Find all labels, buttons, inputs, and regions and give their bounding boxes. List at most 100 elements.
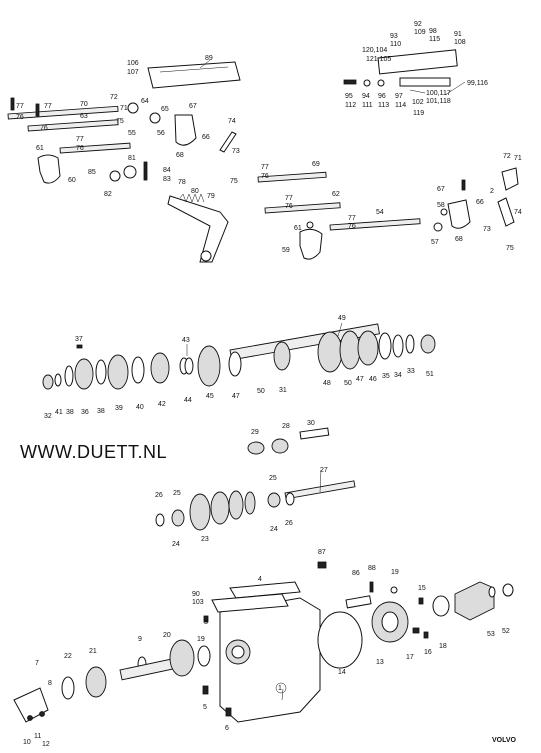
callout-10: 10 (23, 739, 31, 746)
callout-14: 14 (338, 669, 346, 676)
part-50b (339, 330, 361, 370)
callout-26b: 26 (285, 520, 293, 527)
callout-102: 102 (412, 99, 424, 106)
callout-77f: 77 (348, 215, 356, 222)
callout-74a: 74 (228, 118, 236, 125)
ball-113 (377, 79, 385, 87)
callout-76b: 76 (40, 125, 48, 132)
selector-rod-62 (264, 202, 341, 214)
callout-36: 36 (81, 409, 89, 416)
callout-97: 97 (395, 93, 403, 100)
callout-70: 70 (80, 101, 88, 108)
washer-26-left (155, 513, 165, 527)
callout-49: 49 (338, 315, 346, 322)
callout-93-110: 93 110 (390, 33, 401, 48)
cover-gasket (211, 593, 289, 613)
callout-67b: 67 (437, 186, 445, 193)
shift-block-81 (123, 165, 137, 179)
callout-23: 23 (201, 536, 209, 543)
callout-91-line2: 108 (454, 39, 466, 46)
part-48 (317, 331, 343, 373)
callout-76f: 76 (348, 223, 356, 230)
callout-95: 95 (345, 93, 353, 100)
callout-93-line2: 110 (390, 41, 401, 48)
bearing-25-left (171, 509, 185, 527)
pin-88 (369, 581, 374, 593)
callout-114: 114 (395, 102, 406, 109)
callout-1: 1 (278, 685, 282, 692)
washer-26-right (285, 492, 295, 506)
bolt-6 (225, 707, 232, 717)
callout-69: 69 (312, 161, 320, 168)
callout-2: 2 (490, 188, 494, 195)
selector-rod-54 (329, 218, 421, 231)
part-41 (54, 373, 62, 387)
callout-4: 4 (258, 576, 262, 583)
callout-3: 3 (204, 619, 208, 626)
pin-30 (299, 427, 330, 440)
cluster-gear-c (228, 490, 244, 520)
callout-90-103: 90 (192, 591, 200, 598)
callout-91: 91 (454, 31, 462, 38)
callout-22: 22 (64, 653, 72, 660)
callout-64: 64 (141, 98, 149, 105)
part-32 (42, 374, 54, 390)
website-url: WWW.DUETT.NL (20, 442, 167, 462)
part-44 (184, 357, 194, 375)
callout-72a: 72 (110, 94, 118, 101)
countershaft-row-group (155, 427, 356, 531)
callout-65: 65 (161, 106, 169, 113)
callout-35: 35 (382, 373, 390, 380)
link-72-71 (501, 167, 519, 191)
callout-112: 112 (345, 102, 356, 109)
part-42 (150, 352, 170, 384)
callout-11: 11 (34, 733, 41, 740)
bolt-15 (418, 597, 424, 605)
pin-37 (76, 344, 83, 349)
callout-91-108: 91 108 (454, 31, 466, 46)
callout-71b: 71 (514, 155, 522, 162)
bolt-112 (343, 79, 357, 85)
callout-62: 62 (332, 191, 340, 198)
eye-61 (306, 221, 314, 229)
callout-12: 12 (42, 741, 50, 748)
part-35 (378, 332, 392, 360)
callout-53: 53 (487, 631, 495, 638)
callout-77d: 77 (261, 164, 269, 171)
callout-59: 59 (282, 247, 290, 254)
callout-43: 43 (182, 337, 190, 344)
casing-row-group (13, 561, 514, 723)
spring-78 (179, 193, 205, 203)
detent-spring-right (461, 179, 466, 191)
interlock-bar (399, 77, 451, 87)
breather-10 (27, 715, 33, 721)
bolt-5 (202, 685, 209, 695)
callout-44: 44 (184, 397, 192, 404)
callout-17: 17 (406, 654, 414, 661)
part-31 (273, 341, 291, 371)
part-47 (228, 351, 242, 377)
selector-fork-66 (447, 199, 471, 229)
callout-81: 81 (128, 155, 136, 162)
part-40a (131, 356, 145, 384)
bearing-19 (197, 645, 211, 667)
bolt-3 (203, 615, 209, 623)
callout-66b: 66 (476, 199, 484, 206)
callout-92: 92 (414, 21, 422, 28)
eye-58 (440, 208, 448, 216)
callout-92-109: 92 109 (414, 21, 426, 36)
shift-block-65 (149, 112, 161, 124)
callout-16: 16 (424, 649, 432, 656)
callout-6: 6 (225, 725, 229, 732)
seal-22 (61, 676, 75, 700)
callout-45: 45 (206, 393, 214, 400)
gear-29 (247, 441, 265, 455)
callout-25a: 25 (173, 490, 181, 497)
callout-100-117: 100,117 (426, 90, 451, 97)
callout-99-116: 99,116 (467, 80, 488, 87)
callout-28: 28 (282, 423, 290, 430)
callout-120-104: 120,104 (362, 47, 387, 54)
part-37 (95, 359, 107, 385)
bolt-16 (423, 631, 429, 639)
part-51 (420, 334, 436, 354)
